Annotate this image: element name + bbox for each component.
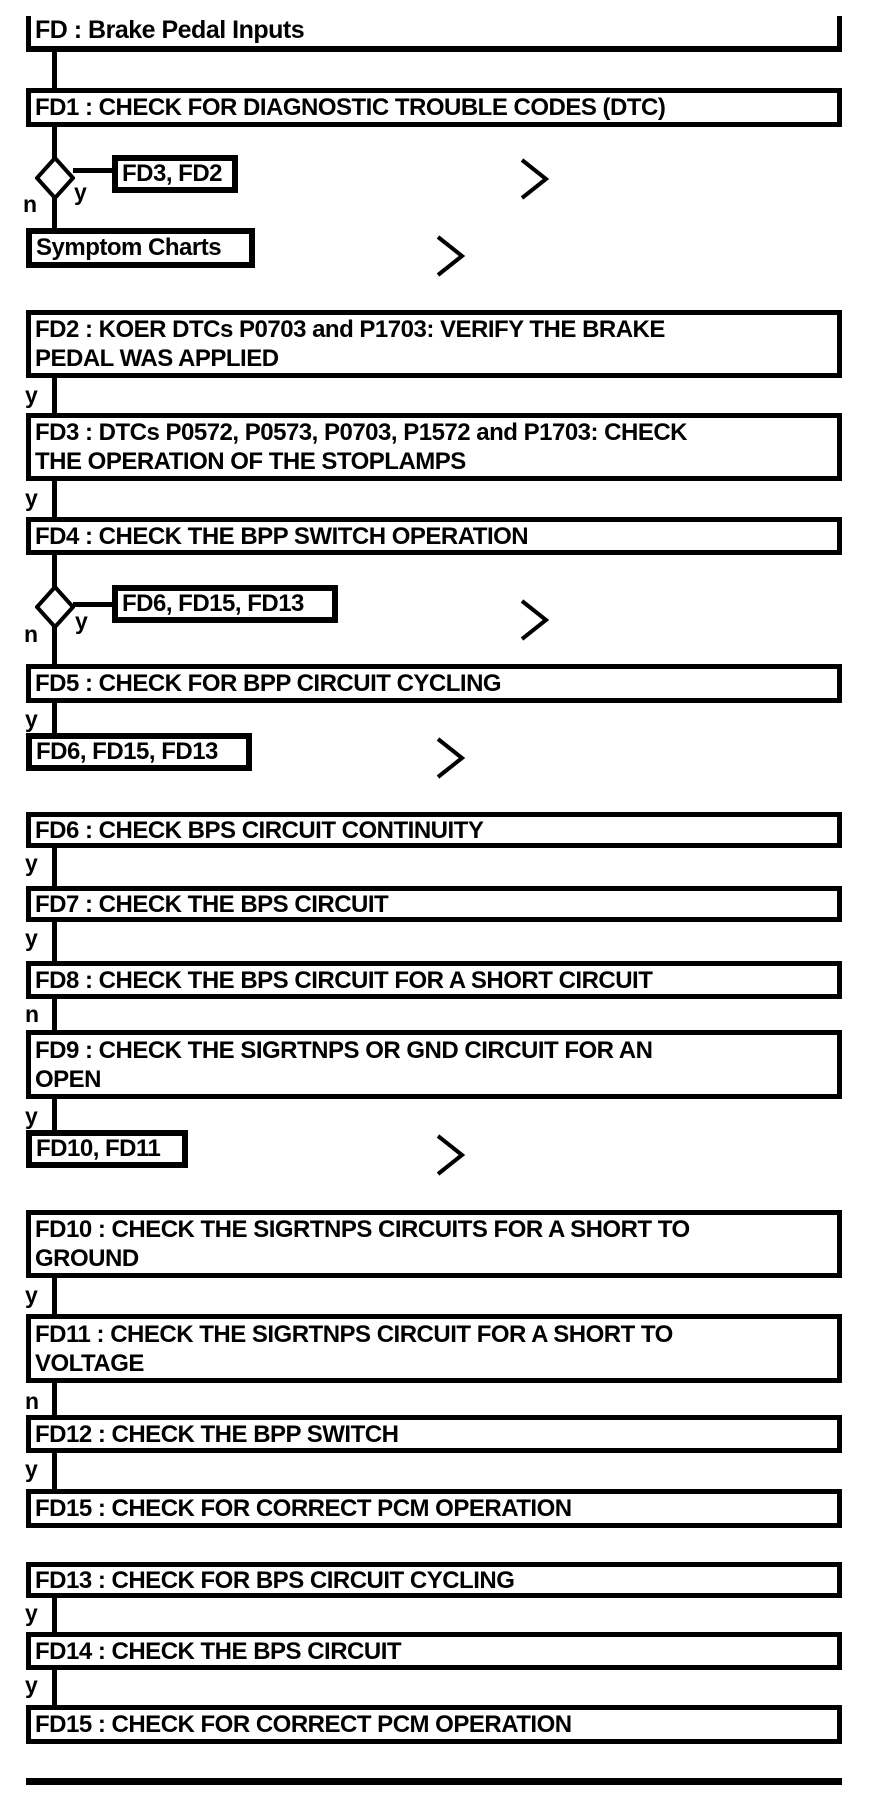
ref-fd6-fd15-fd13-label: FD6, FD15, FD13 (36, 738, 218, 765)
page-title-label: FD : Brake Pedal Inputs (35, 16, 305, 44)
connector-fd12-fd15a (52, 1453, 57, 1489)
branch-yes-fd5: y (25, 706, 38, 732)
branch-yes-fd9: y (25, 1103, 38, 1129)
connector-decision1-symptom (52, 196, 57, 228)
connector-fd4-decision2 (52, 555, 57, 587)
branch-yes-fd3: y (25, 485, 38, 511)
branch-yes-fd14: y (25, 1672, 38, 1698)
node-fd9: FD9 : CHECK THE SIGRTNPS OR GND CIRCUIT … (26, 1030, 842, 1099)
ref-fd6-fd15-fd13-decision-label: FD6, FD15, FD13 (122, 590, 304, 617)
node-fd7: FD7 : CHECK THE BPS CIRCUIT (26, 886, 842, 922)
connector-fd6-fd7 (52, 848, 57, 886)
node-fd10: FD10 : CHECK THE SIGRTNPS CIRCUITS FOR A… (26, 1210, 842, 1278)
connector-fd11-fd12 (52, 1383, 57, 1415)
node-fd15a-label: FD15 : CHECK FOR CORRECT PCM OPERATION (35, 1495, 572, 1522)
decision1-branch-no: n (23, 191, 37, 217)
node-fd3-label: FD3 : DTCs P0572, P0573, P0703, P1572 an… (35, 419, 688, 475)
node-fd2: FD2 : KOER DTCs P0703 and P1703: VERIFY … (26, 310, 842, 378)
ref-fd3-fd2-label: FD3, FD2 (122, 160, 223, 187)
chevron-right-icon[interactable] (434, 735, 468, 783)
chevron-right-icon[interactable] (518, 156, 552, 204)
branch-yes-fd12: y (25, 1456, 38, 1482)
node-fd1-label: FD1 : CHECK FOR DIAGNOSTIC TROUBLE CODES… (35, 94, 666, 121)
branch-no-fd8: n (25, 1001, 39, 1027)
decision1-diamond-icon (35, 156, 75, 200)
connector-fd1-decision1 (52, 127, 57, 158)
ref-symptom-charts-label: Symptom Charts (36, 234, 222, 261)
ref-fd10-fd11[interactable]: FD10, FD11 (26, 1130, 188, 1168)
connector-fd8-fd9 (52, 999, 57, 1030)
divider-rule (26, 1778, 842, 1785)
chevron-right-icon[interactable] (434, 1132, 468, 1180)
connector-title-fd1 (52, 50, 57, 88)
node-fd13-label: FD13 : CHECK FOR BPS CIRCUIT CYCLING (35, 1566, 515, 1594)
node-fd15b: FD15 : CHECK FOR CORRECT PCM OPERATION (26, 1705, 842, 1744)
node-fd6: FD6 : CHECK BPS CIRCUIT CONTINUITY (26, 812, 842, 848)
decision1-branch-yes: y (74, 179, 87, 205)
chevron-right-icon[interactable] (434, 233, 468, 281)
branch-yes-fd6: y (25, 850, 38, 876)
node-fd12-label: FD12 : CHECK THE BPP SWITCH (35, 1420, 399, 1448)
ref-symptom-charts[interactable]: Symptom Charts (26, 228, 255, 268)
connector-fd3-fd4 (52, 481, 57, 517)
ref-fd10-fd11-label: FD10, FD11 (36, 1135, 161, 1162)
connector-decision2-ref (73, 602, 112, 607)
node-fd15a: FD15 : CHECK FOR CORRECT PCM OPERATION (26, 1489, 842, 1528)
connector-fd10-fd11 (52, 1278, 57, 1314)
branch-yes-fd7: y (25, 925, 38, 951)
node-fd13: FD13 : CHECK FOR BPS CIRCUIT CYCLING (26, 1562, 842, 1598)
connector-decision2-fd5 (52, 627, 57, 664)
connector-fd13-fd14 (52, 1598, 57, 1632)
ref-fd6-fd15-fd13-decision[interactable]: FD6, FD15, FD13 (112, 585, 338, 623)
branch-yes-fd2: y (25, 382, 38, 408)
node-fd11-label: FD11 : CHECK THE SIGRTNPS CIRCUIT FOR A … (35, 1320, 673, 1377)
node-fd7-label: FD7 : CHECK THE BPS CIRCUIT (35, 890, 389, 918)
node-fd1: FD1 : CHECK FOR DIAGNOSTIC TROUBLE CODES… (26, 88, 842, 127)
node-fd10-label: FD10 : CHECK THE SIGRTNPS CIRCUITS FOR A… (35, 1216, 690, 1272)
connector-fd5-ref (52, 703, 57, 733)
node-fd15b-label: FD15 : CHECK FOR CORRECT PCM OPERATION (35, 1711, 572, 1738)
branch-yes-fd10: y (25, 1282, 38, 1308)
node-fd12: FD12 : CHECK THE BPP SWITCH (26, 1415, 842, 1453)
node-fd14-label: FD14 : CHECK THE BPS CIRCUIT (35, 1637, 402, 1665)
node-fd14: FD14 : CHECK THE BPS CIRCUIT (26, 1632, 842, 1670)
connector-fd14-fd15b (52, 1670, 57, 1705)
decision2-branch-yes: y (75, 608, 88, 634)
connector-decision1-ref (73, 168, 112, 173)
connector-fd2-fd3 (52, 378, 57, 413)
node-fd8-label: FD8 : CHECK THE BPS CIRCUIT FOR A SHORT … (35, 966, 653, 994)
node-fd6-label: FD6 : CHECK BPS CIRCUIT CONTINUITY (35, 816, 484, 844)
node-fd4-label: FD4 : CHECK THE BPP SWITCH OPERATION (35, 522, 529, 550)
ref-fd6-fd15-fd13[interactable]: FD6, FD15, FD13 (26, 733, 252, 771)
branch-no-fd11: n (25, 1388, 39, 1414)
node-fd9-label: FD9 : CHECK THE SIGRTNPS OR GND CIRCUIT … (35, 1036, 653, 1093)
connector-fd9-ref (52, 1099, 57, 1130)
ref-fd3-fd2[interactable]: FD3, FD2 (112, 155, 238, 193)
page-title: FD : Brake Pedal Inputs (26, 16, 842, 52)
node-fd8: FD8 : CHECK THE BPS CIRCUIT FOR A SHORT … (26, 961, 842, 999)
decision2-diamond-icon (35, 585, 75, 629)
decision2-branch-no: n (24, 621, 38, 647)
node-fd2-label: FD2 : KOER DTCs P0703 and P1703: VERIFY … (35, 316, 665, 372)
node-fd4: FD4 : CHECK THE BPP SWITCH OPERATION (26, 517, 842, 555)
chevron-right-icon[interactable] (518, 597, 552, 645)
node-fd11: FD11 : CHECK THE SIGRTNPS CIRCUIT FOR A … (26, 1314, 842, 1383)
connector-fd7-fd8 (52, 922, 57, 961)
node-fd5: FD5 : CHECK FOR BPP CIRCUIT CYCLING (26, 664, 842, 703)
branch-yes-fd13: y (25, 1600, 38, 1626)
node-fd3: FD3 : DTCs P0572, P0573, P0703, P1572 an… (26, 413, 842, 481)
node-fd5-label: FD5 : CHECK FOR BPP CIRCUIT CYCLING (35, 670, 502, 697)
